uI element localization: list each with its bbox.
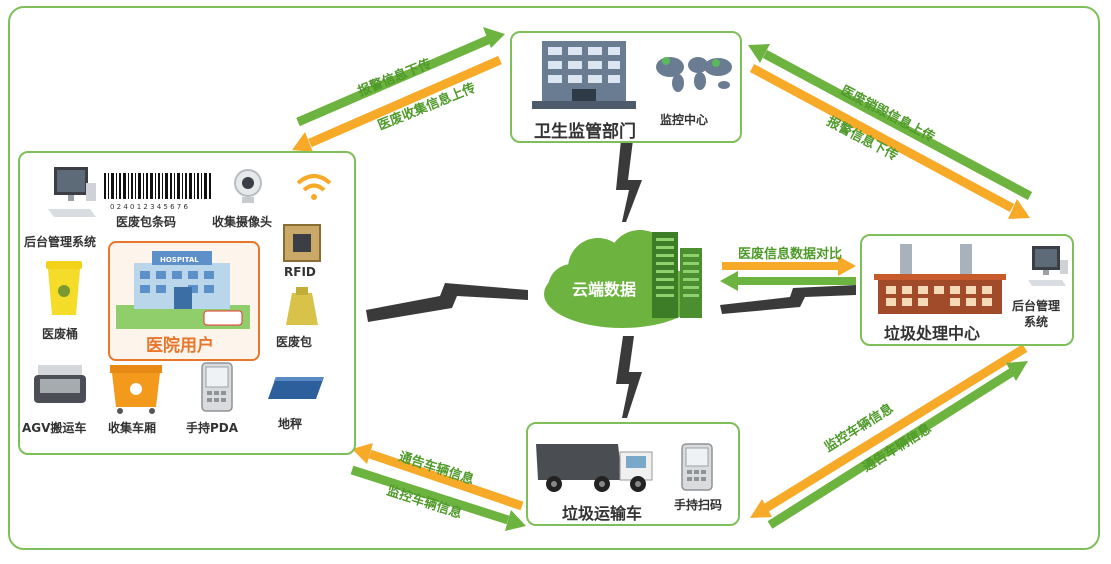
item-label: AGV搬运车 (22, 421, 87, 435)
hospital-user-label: 医院用户 (146, 336, 214, 356)
factory-icon (874, 244, 1006, 314)
arrow-middle-right-orange (722, 256, 856, 276)
cloud-icon (544, 230, 702, 328)
lightning-icon (366, 283, 528, 322)
cloud-label: 云端数据 (572, 280, 637, 299)
item-label: 手持PDA (186, 421, 239, 435)
arrow-top-right-green (748, 44, 1033, 200)
item-label: 收集摄像头 (212, 215, 273, 229)
lightning-icon (616, 140, 642, 222)
garbage-truck-icon (536, 444, 653, 492)
treatment-center-sublabel: 后台管理 系统 (1012, 299, 1061, 329)
item-label: 地秤 (278, 417, 303, 431)
office-building-icon (532, 41, 636, 109)
truck-title: 垃圾运输车 (562, 504, 643, 523)
item-label: 收集车厢 (108, 421, 157, 435)
computer-icon (1028, 246, 1068, 286)
arrow-middle-right-green (720, 271, 856, 291)
arrow-top-left-orange (292, 55, 502, 152)
treatment-center-box: 垃圾处理中心 后台管理 系统 (860, 234, 1074, 346)
camera-icon (234, 169, 262, 203)
lightning-icon (616, 336, 642, 418)
arrow-bottom-left-green (350, 465, 526, 531)
health-dept-sublabel: 监控中心 (660, 113, 709, 127)
truck-box: 垃圾运输车 手持扫码 (526, 422, 740, 526)
agv-robot-icon (34, 365, 86, 403)
health-dept-title: 卫生监管部门 (534, 122, 636, 142)
item-label: 后台管理系统 (24, 235, 97, 249)
arrow-top-right-orange (749, 64, 1030, 219)
item-label: RFID (284, 265, 316, 279)
hospital-sign: HOSPITAL (160, 256, 199, 264)
world-map-icon (656, 57, 732, 92)
barcode-icon: 0 2 4 0 1 2 3 4 5 6 7 6 (104, 173, 211, 211)
arrow-top-left-green (296, 27, 505, 127)
arrow-bottom-left-orange (352, 443, 524, 511)
treatment-center-title: 垃圾处理中心 (884, 324, 981, 343)
cloud-node: 云端数据 (532, 222, 722, 334)
truck-sublabel: 手持扫码 (674, 498, 723, 512)
outer-frame (8, 6, 1100, 550)
server-rack-icon (652, 232, 702, 318)
rfid-chip-icon (283, 224, 321, 262)
barcode-digits: 0 2 4 0 1 2 3 4 5 6 7 6 (110, 203, 188, 211)
floor-scale-icon (268, 377, 324, 399)
arrow-text-middle-right: 医废信息数据对比 (738, 246, 842, 262)
hospital-building-icon: HOSPITAL (116, 251, 250, 329)
hospital-user-box: HOSPITAL 医院用户 (108, 241, 260, 361)
arrow-bottom-right-orange (750, 344, 1028, 518)
health-dept-box: 卫生监管部门 监控中心 (510, 31, 742, 143)
collection-bin-icon (110, 365, 162, 414)
wifi-icon (296, 174, 332, 200)
pda-icon (201, 362, 233, 412)
hospital-box: 后台管理系统 0 2 4 0 1 2 3 4 5 6 7 6 医废包条码 收集摄… (18, 151, 356, 455)
computer-icon (48, 167, 96, 217)
item-label: 医废桶 (42, 327, 79, 341)
waste-bin-icon (46, 261, 82, 315)
lightning-icon (720, 285, 856, 314)
pda-icon (681, 443, 713, 491)
waste-bag-icon (286, 287, 318, 325)
item-label: 医废包条码 (116, 215, 177, 229)
item-label: 医废包 (276, 335, 313, 349)
arrow-bottom-right-green (767, 361, 1028, 529)
